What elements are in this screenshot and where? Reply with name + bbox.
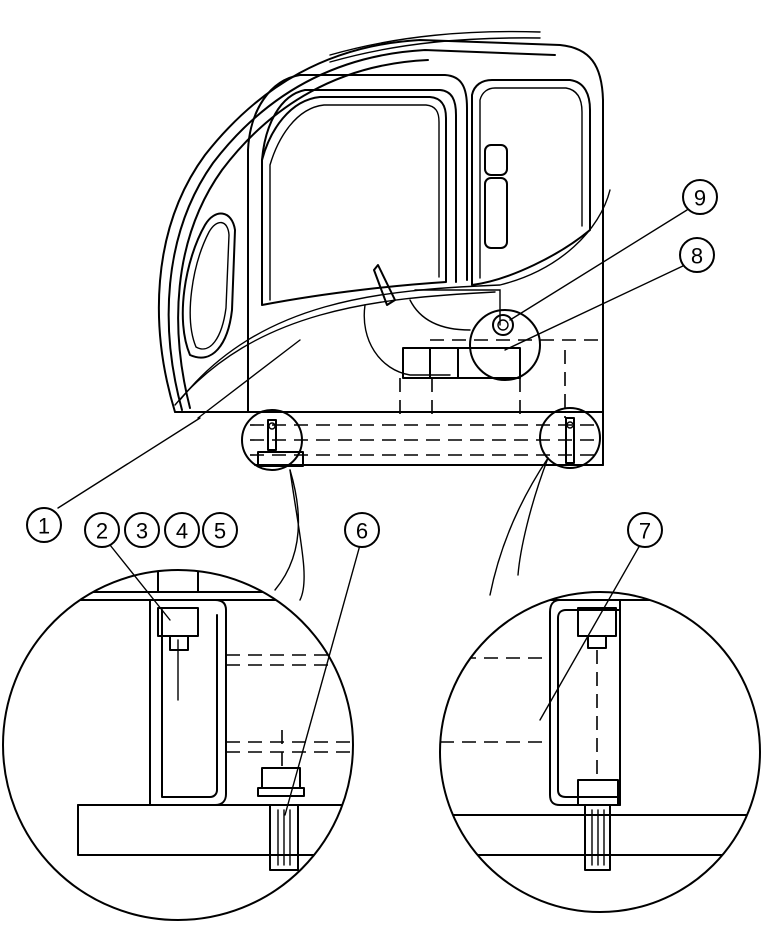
callout-1: 1 bbox=[26, 507, 62, 543]
body-contour-line bbox=[179, 189, 611, 401]
front-side-window bbox=[181, 212, 236, 359]
callout-8-label: 8 bbox=[691, 244, 703, 269]
floor-dashed-lines bbox=[250, 424, 600, 456]
body-contour-line-2 bbox=[174, 291, 496, 406]
callout-7-label: 7 bbox=[639, 519, 651, 544]
callout-9-label: 9 bbox=[694, 186, 706, 211]
right-detail-view bbox=[439, 591, 761, 913]
callout-9: 9 bbox=[682, 179, 718, 215]
rear-window bbox=[471, 79, 591, 286]
callout-8: 8 bbox=[679, 237, 715, 273]
door-frame bbox=[247, 74, 468, 413]
callout-4-label: 4 bbox=[176, 519, 188, 544]
callout-5-label: 5 bbox=[214, 519, 226, 544]
callout-6: 6 bbox=[344, 512, 380, 548]
mount-detail-circle-left bbox=[241, 409, 304, 471]
seat-and-lever bbox=[363, 264, 600, 418]
callout-6-label: 6 bbox=[356, 519, 368, 544]
detail-circle-parts-8-9 bbox=[469, 309, 541, 381]
mount-detail-circle-right bbox=[539, 407, 601, 469]
callout-leaders bbox=[57, 209, 688, 816]
callout-4: 4 bbox=[164, 512, 200, 548]
detail-leader-lines bbox=[274, 457, 549, 601]
callout-1-label: 1 bbox=[38, 514, 50, 539]
callout-2: 2 bbox=[84, 512, 120, 548]
callout-3-label: 3 bbox=[136, 519, 148, 544]
left-detail-view bbox=[2, 569, 354, 921]
callout-5: 5 bbox=[202, 512, 238, 548]
callout-7: 7 bbox=[627, 512, 663, 548]
callout-3: 3 bbox=[124, 512, 160, 548]
callout-2-label: 2 bbox=[96, 519, 108, 544]
